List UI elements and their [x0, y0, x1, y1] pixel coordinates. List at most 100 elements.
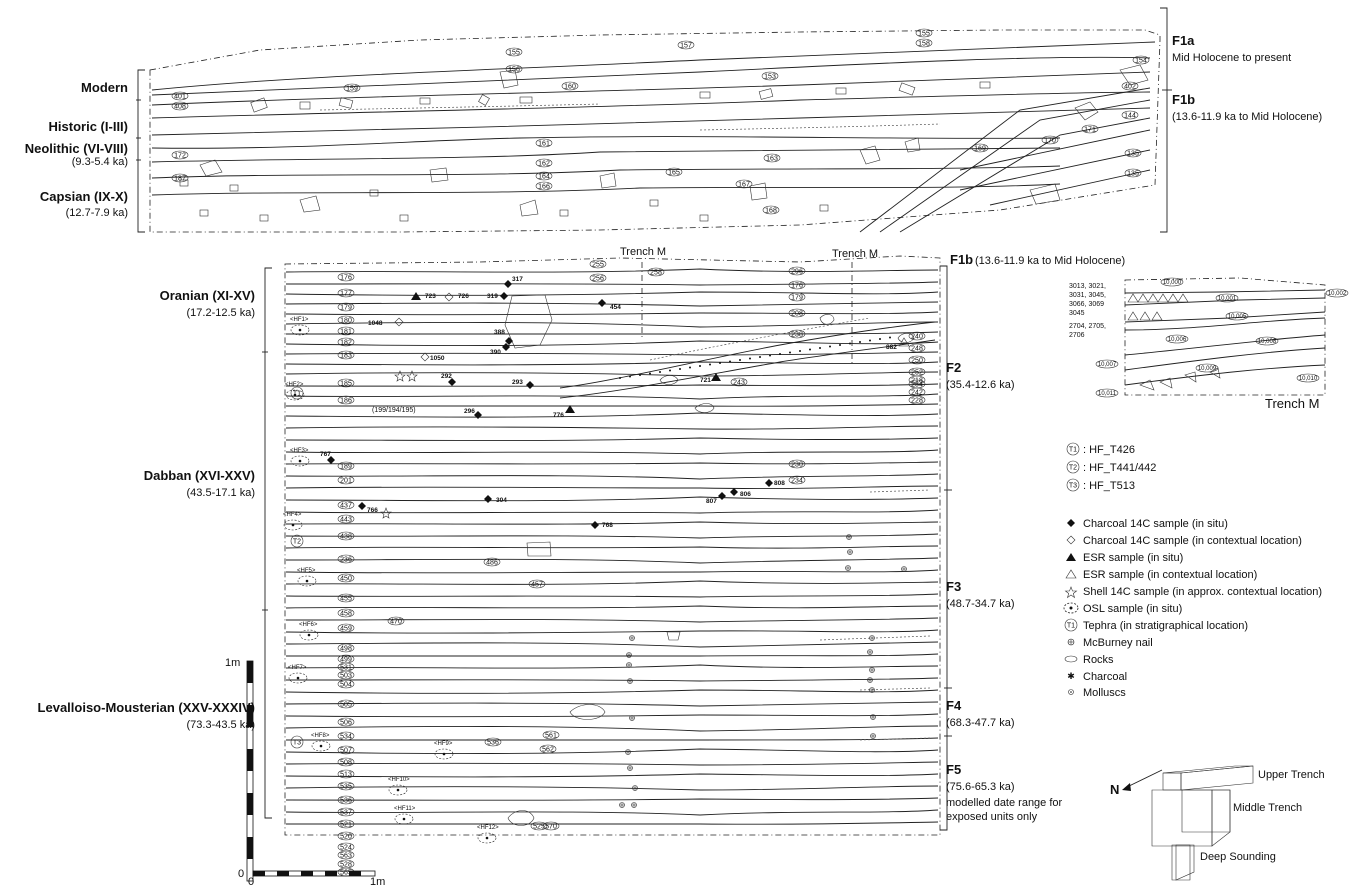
svg-text:470: 470 — [390, 619, 402, 626]
middle-trench-label: Middle Trench — [1233, 802, 1302, 814]
svg-text:179: 179 — [340, 305, 352, 312]
stratum-boundary — [285, 713, 939, 718]
svg-text:454: 454 — [610, 304, 621, 311]
stratum-boundary — [286, 331, 939, 335]
svg-text:189: 189 — [340, 464, 352, 471]
sample-marker: 304 — [484, 495, 507, 504]
sample-marker: 768 — [591, 521, 613, 529]
osl-sample: <HF12> — [477, 825, 499, 844]
unit-number: 520 — [337, 831, 355, 841]
facies-f1b-lower-range: (13.6-11.9 ka to Mid Holocene) — [975, 255, 1125, 267]
svg-text:<HF6>: <HF6> — [299, 622, 318, 628]
svg-text:296: 296 — [791, 269, 803, 276]
svg-text:ESR sample (in contextual loca: ESR sample (in contextual location) — [1083, 569, 1257, 581]
unit-number: 561 — [542, 730, 560, 740]
svg-text:498: 498 — [340, 646, 352, 653]
osl-sample: <HF9> — [434, 741, 454, 760]
svg-text:807: 807 — [706, 498, 717, 505]
charcoal-fleck — [789, 351, 791, 354]
mcburney-nail — [626, 662, 632, 668]
svg-text:457: 457 — [531, 582, 543, 589]
sample-marker: 806 — [730, 488, 751, 498]
svg-text:292: 292 — [441, 373, 452, 380]
svg-text:507: 507 — [340, 748, 352, 755]
svg-text:158: 158 — [918, 41, 930, 48]
charcoal-fleck — [709, 363, 711, 366]
stratum-boundary — [285, 521, 939, 525]
unit-number: 177 — [337, 288, 355, 298]
svg-text:156: 156 — [508, 67, 520, 74]
period-neolithic-range: (9.3-5.4 ka) — [72, 156, 128, 168]
svg-text:181: 181 — [340, 329, 352, 336]
svg-text:402: 402 — [1124, 84, 1136, 91]
svg-text:808: 808 — [774, 480, 785, 487]
svg-text:254: 254 — [911, 382, 923, 389]
svg-text:240: 240 — [911, 334, 923, 341]
svg-text:160: 160 — [564, 84, 576, 91]
unit-number: 176 — [788, 280, 806, 290]
svg-text:531: 531 — [340, 665, 352, 672]
mcburney-nail — [632, 785, 638, 791]
unit-number: 498 — [337, 643, 355, 653]
svg-text:<HF10>: <HF10> — [388, 777, 410, 783]
svg-text:186: 186 — [340, 398, 352, 405]
unit-number: 459 — [337, 623, 355, 633]
facies-f1b-lower: F1b — [950, 252, 973, 267]
facies-f4-range: (68.3-47.7 ka) — [946, 717, 1014, 729]
sample-marker: 776 — [553, 405, 575, 419]
mcburney-nail-icon — [1067, 638, 1075, 646]
svg-text:3066, 3069: 3066, 3069 — [1069, 301, 1104, 308]
mcburney-nail — [846, 534, 852, 540]
mcburney-nail — [901, 566, 907, 572]
stratum-boundary — [285, 545, 939, 549]
stratum-boundary — [285, 449, 939, 455]
svg-text:T3: T3 — [293, 740, 301, 747]
svg-text:521: 521 — [340, 822, 352, 829]
svg-text:236: 236 — [340, 557, 352, 564]
shell-sample-star — [380, 507, 392, 519]
sample-marker: 296 — [464, 408, 482, 419]
svg-text:10,009: 10,009 — [1198, 366, 1217, 372]
charcoal-fleck — [829, 345, 831, 348]
sample-marker: 807 — [706, 492, 726, 505]
charcoal-fleck — [689, 366, 691, 369]
stratum-boundary — [285, 617, 939, 623]
svg-text:450: 450 — [340, 576, 352, 583]
unit-number: 255 — [589, 259, 607, 269]
upper-trench-label: Upper Trench — [1258, 769, 1325, 781]
svg-text:<HF5>: <HF5> — [297, 568, 316, 574]
svg-text:183: 183 — [340, 353, 352, 360]
svg-text:176: 176 — [340, 275, 352, 282]
osl-sample: <HF10> — [388, 777, 410, 796]
svg-text:766: 766 — [367, 507, 378, 514]
svg-text:<HF9>: <HF9> — [434, 741, 453, 747]
stratum-boundary — [285, 677, 939, 682]
period-oranian: Oranian (XI-XV) — [160, 288, 255, 303]
facies-f4: F4 — [946, 698, 962, 713]
svg-text:3031, 3045,: 3031, 3045, — [1069, 292, 1106, 299]
stratum-boundary — [285, 641, 939, 648]
svg-text:10,011: 10,011 — [1098, 391, 1117, 397]
period-capsian-range: (12.7-7.9 ka) — [66, 207, 128, 219]
mcburney-nail — [626, 652, 632, 658]
svg-text:168: 168 — [765, 208, 777, 215]
svg-text:144: 144 — [1124, 113, 1136, 120]
unit-number: 183 — [337, 350, 355, 360]
svg-text:726: 726 — [458, 293, 469, 300]
north-arrow-label: N — [1110, 782, 1119, 797]
unit-number: 437 — [337, 500, 355, 510]
trench-m-title: Trench M — [1265, 396, 1319, 411]
svg-text:155: 155 — [918, 31, 930, 38]
svg-text:179: 179 — [791, 295, 803, 302]
unit-number: 508 — [337, 757, 355, 767]
svg-text:319: 319 — [487, 293, 498, 300]
mcburney-nail — [847, 549, 853, 555]
svg-text:505: 505 — [340, 702, 352, 709]
svg-text:McBurney nail: McBurney nail — [1083, 637, 1153, 649]
sample-marker: 319 — [487, 292, 508, 300]
svg-text:176: 176 — [791, 283, 803, 290]
charcoal-fleck — [849, 342, 851, 345]
svg-text:1048: 1048 — [368, 320, 383, 327]
unit-number: 570 — [542, 821, 560, 831]
svg-text:Shell 14C sample (in approx. c: Shell 14C sample (in approx. contextual … — [1083, 586, 1322, 598]
